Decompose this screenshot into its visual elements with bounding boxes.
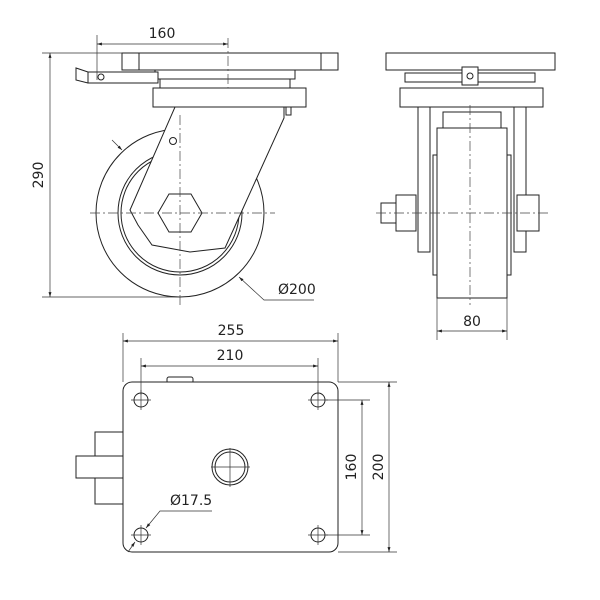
brake-lever bbox=[87, 71, 159, 84]
top-view: 255 210 160 200 Ø17.5 bbox=[75, 323, 397, 553]
fork-leg-left bbox=[417, 106, 431, 253]
top-plate bbox=[121, 52, 339, 71]
swivel-ring bbox=[154, 69, 296, 80]
dim-255: 255 bbox=[218, 323, 245, 339]
grease-nipple-icon bbox=[169, 137, 177, 145]
dim-wheel-diameter: Ø200 bbox=[278, 282, 316, 298]
front-view: 80 bbox=[376, 52, 556, 340]
brake-pin-icon bbox=[97, 73, 105, 81]
dim-210: 210 bbox=[217, 348, 244, 364]
dim-160-top: 160 bbox=[344, 454, 360, 481]
side-view: 160 290 Ø200 bbox=[31, 26, 339, 305]
dim-80: 80 bbox=[463, 314, 481, 330]
dim-290: 290 bbox=[31, 162, 47, 189]
wheel-top bbox=[75, 455, 124, 479]
dim-hole-diameter: Ø17.5 bbox=[170, 493, 212, 509]
swivel-lower-plate bbox=[152, 87, 307, 108]
dim-200: 200 bbox=[371, 454, 387, 481]
dim-160-side: 160 bbox=[149, 26, 176, 42]
